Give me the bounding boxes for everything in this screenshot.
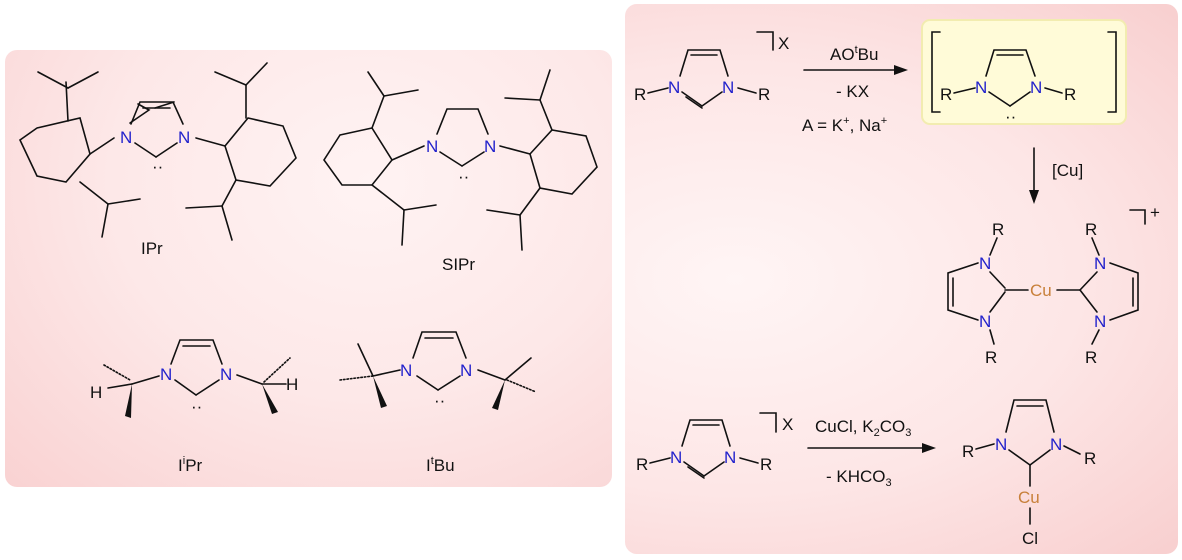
svg-text:R: R — [1085, 220, 1097, 239]
nhc-copper-chloride: R N N R Cu Cl — [962, 399, 1096, 548]
svg-text:H: H — [286, 375, 298, 394]
svg-text:N: N — [975, 78, 987, 97]
reagent-aotbu: AOtBu — [830, 44, 878, 64]
imidazolium-salt-2: R N N R X — [636, 412, 793, 479]
itbu-structure: N N ·· ItBu — [339, 331, 537, 475]
svg-text:Cu: Cu — [1018, 488, 1040, 507]
svg-text:N: N — [178, 128, 190, 147]
svg-text:H: H — [90, 383, 102, 402]
svg-text:R: R — [1064, 85, 1076, 104]
svg-text:N: N — [1050, 435, 1062, 454]
svg-text:X: X — [782, 415, 793, 434]
svg-text:N: N — [1094, 312, 1106, 331]
svg-text:IPr: IPr — [141, 239, 163, 258]
free-carbene-highlight — [921, 19, 1127, 125]
svg-text:N: N — [1030, 78, 1042, 97]
svg-text:N: N — [1094, 254, 1106, 273]
svg-text:R: R — [940, 85, 952, 104]
bis-nhc-copper-complex: R N N Cu R R N N R + — [947, 203, 1160, 367]
svg-text:··: ·· — [458, 167, 469, 186]
svg-text:N: N — [724, 448, 736, 467]
svg-text:R: R — [992, 220, 1004, 239]
svg-text:··: ·· — [152, 157, 163, 176]
svg-text:··: ·· — [1005, 107, 1016, 126]
svg-text:N: N — [160, 365, 172, 384]
svg-text:R: R — [985, 348, 997, 367]
svg-text:IiPr: IiPr — [178, 455, 203, 475]
svg-text:N: N — [670, 448, 682, 467]
imidazolium-salt-1: R N N R X — [634, 31, 789, 109]
svg-text:N: N — [460, 361, 472, 380]
svg-text:N: N — [668, 78, 680, 97]
svg-text:+: + — [1150, 203, 1160, 222]
svg-text:··: ·· — [434, 391, 445, 410]
sipr-structure: N N ·· SIPr — [323, 69, 598, 274]
svg-text:N: N — [979, 254, 991, 273]
svg-text:N: N — [426, 137, 438, 156]
base-condition: A = K+, Na+ — [802, 115, 887, 135]
byproduct-kx: - KX — [836, 82, 869, 101]
svg-text:R: R — [1085, 348, 1097, 367]
reagent-cucl-k2co3: CuCl, K2CO3 — [815, 417, 911, 439]
svg-text:N: N — [400, 361, 412, 380]
svg-text:R: R — [634, 85, 646, 104]
svg-text:N: N — [995, 435, 1007, 454]
svg-text:R: R — [760, 455, 772, 474]
free-carbene: R N N ·· R — [931, 31, 1117, 126]
svg-text:Cu: Cu — [1030, 281, 1052, 300]
svg-text:R: R — [758, 85, 770, 104]
byproduct-khco3: - KHCO3 — [826, 467, 892, 489]
svg-text:N: N — [220, 365, 232, 384]
iipr-structure: H N N ·· H IiPr — [90, 339, 298, 475]
svg-text:R: R — [636, 455, 648, 474]
svg-text:N: N — [979, 312, 991, 331]
svg-text:N: N — [484, 137, 496, 156]
svg-text:R: R — [962, 442, 974, 461]
ipr-structure: N N ·· IPr — [18, 62, 297, 258]
svg-text:Cl: Cl — [1022, 529, 1038, 548]
svg-text:X: X — [778, 34, 789, 53]
reagent-cu: [Cu] — [1052, 161, 1083, 180]
svg-text:R: R — [1084, 449, 1096, 468]
svg-text:N: N — [120, 128, 132, 147]
svg-text:ItBu: ItBu — [426, 455, 455, 475]
svg-text:N: N — [722, 78, 734, 97]
svg-text:··: ·· — [191, 397, 202, 416]
svg-text:SIPr: SIPr — [442, 255, 475, 274]
ligand-panel — [5, 50, 612, 487]
